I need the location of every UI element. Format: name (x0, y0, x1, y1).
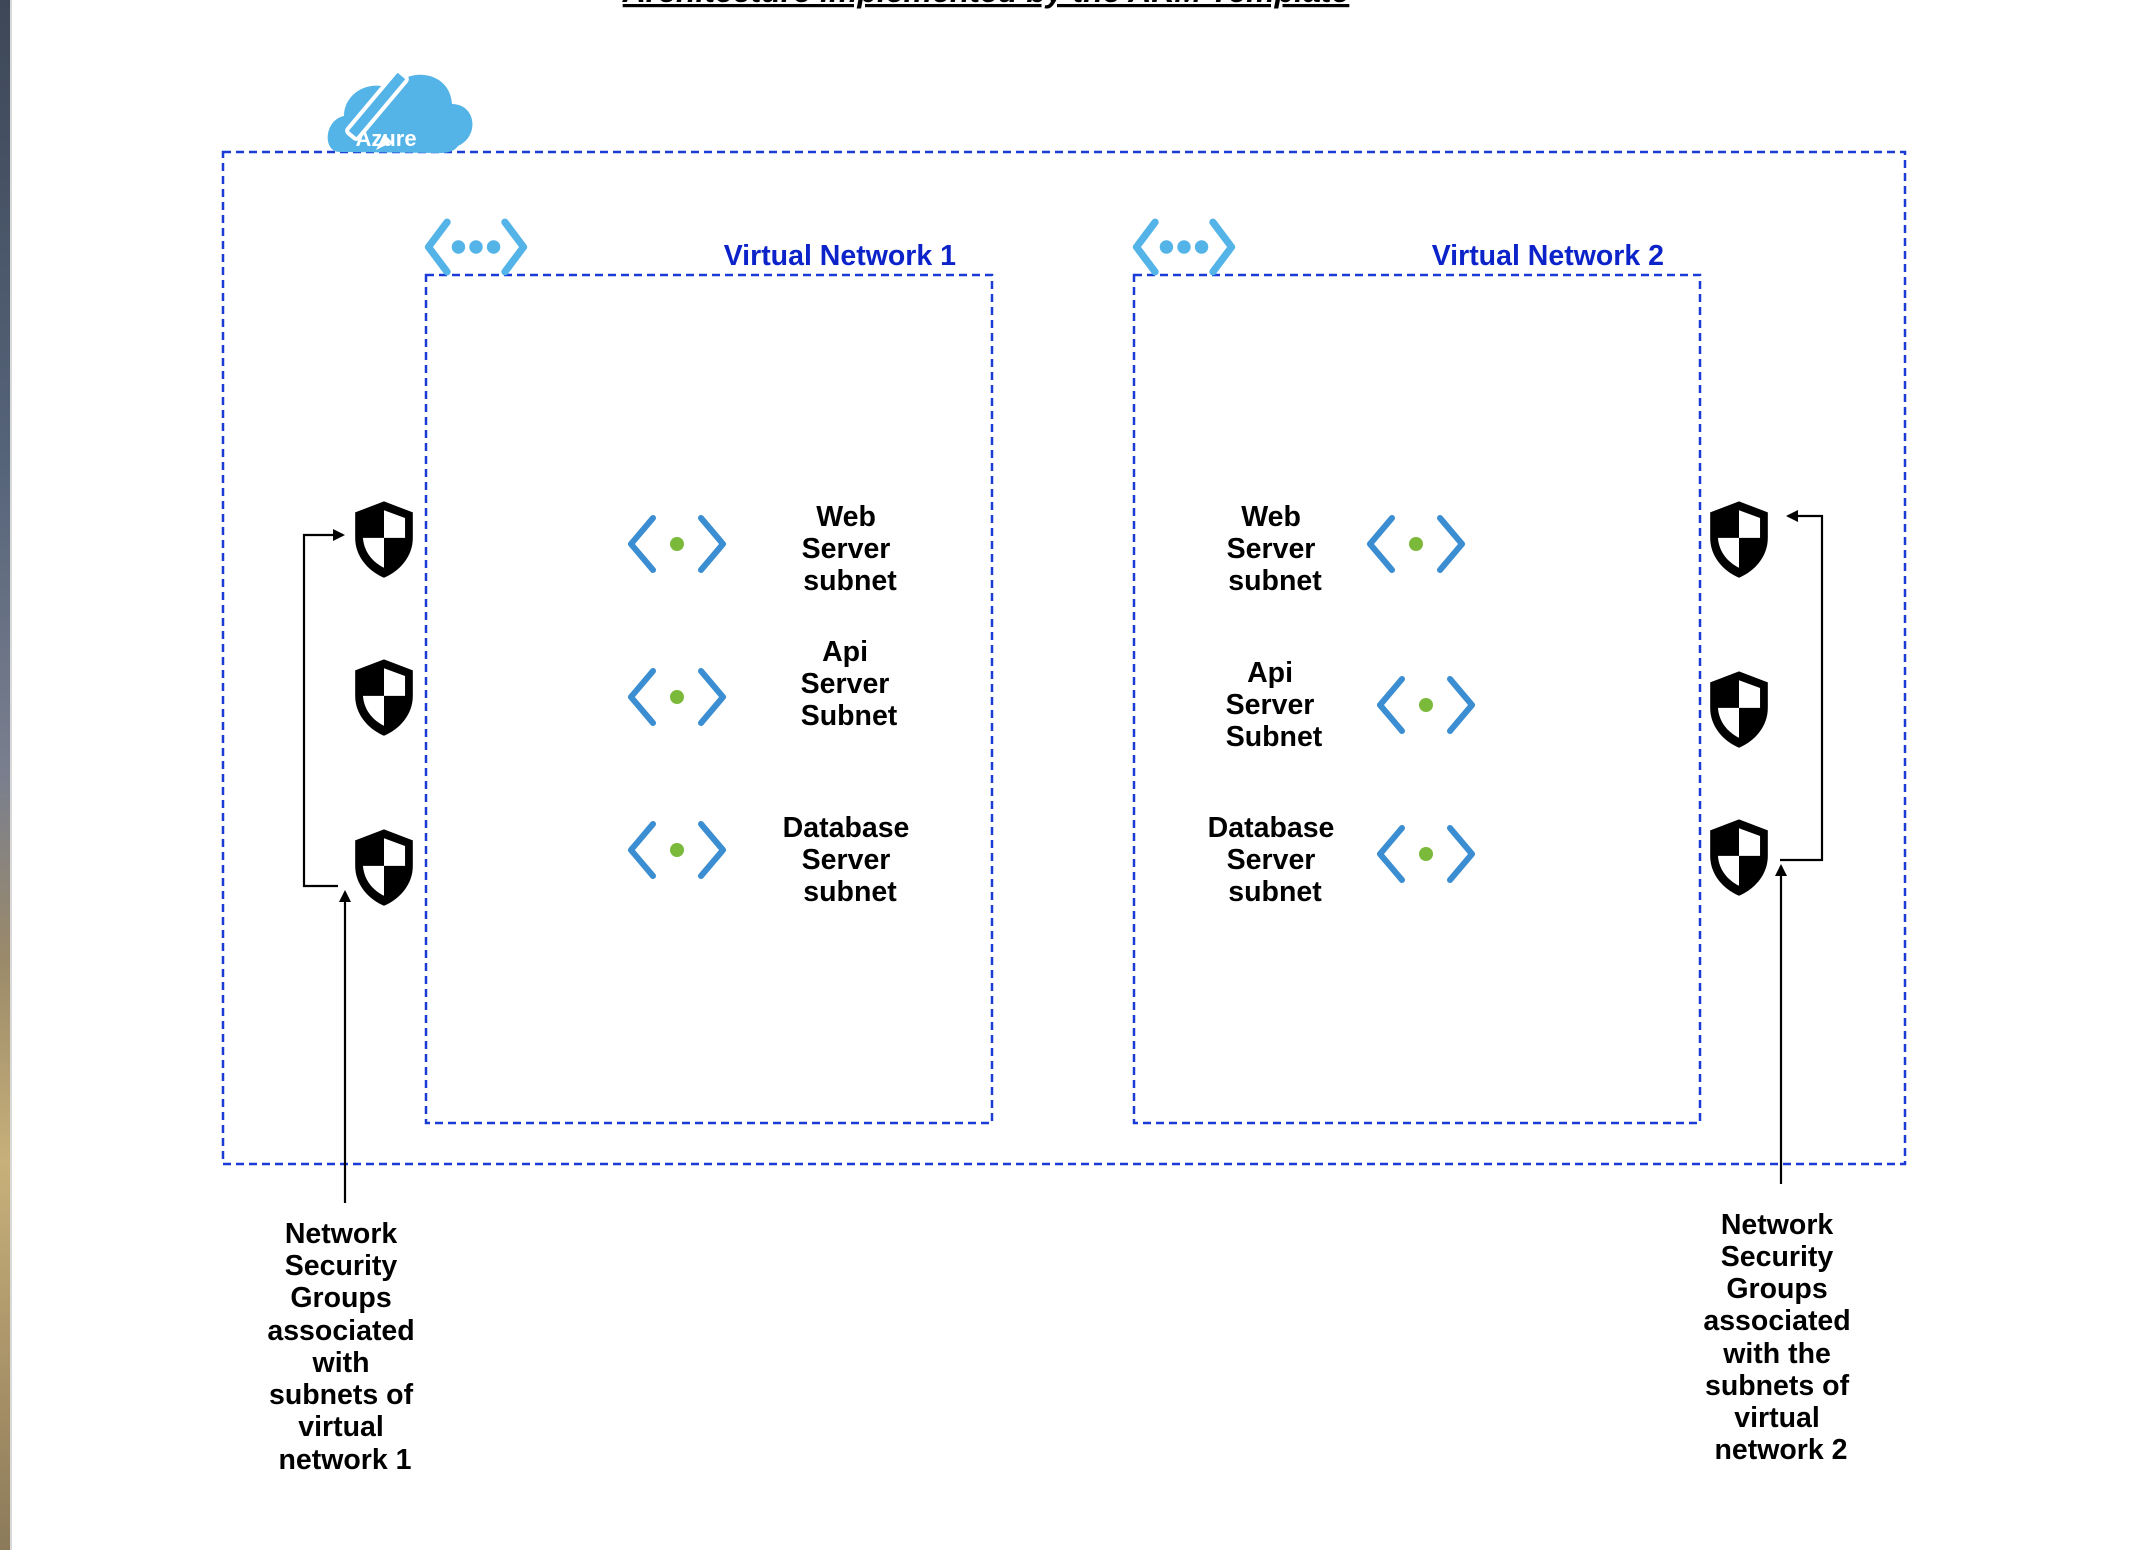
nsg-note-right: Network Security Groups associated with … (1703, 1209, 1858, 1466)
vnet2-db-subnet-icon (1380, 828, 1472, 880)
vnet2-web-subnet-icon (1370, 518, 1462, 570)
nsg-shield-icon (355, 501, 413, 578)
vnet2-web-subnet-label: Web Server subnet (1227, 501, 1324, 597)
window-edge (0, 0, 10, 1550)
vnet1-api-subnet-label: Api Server Subnet (801, 636, 898, 732)
diagram-header: Architecture implemented by the ARM Temp… (622, 0, 1350, 9)
nsg-shield-icon (1710, 501, 1768, 578)
vnet1-db-subnet-icon (631, 824, 723, 876)
azure-cloud-icon: Azure (327, 69, 473, 153)
vnet1-web-subnet-icon (631, 518, 723, 570)
vnet2-db-subnet-label: Database Server subnet (1208, 812, 1343, 908)
vnet1-web-subnet-label: Web Server subnet (802, 501, 899, 597)
vnet2-boundary (1132, 273, 1702, 1125)
vnet2-api-subnet-label: Api Server Subnet (1226, 657, 1323, 753)
vnet1-icon (428, 222, 523, 272)
nsg-shield-icon (355, 659, 413, 736)
vnet1-db-subnet-label: Database Server subnet (783, 812, 918, 908)
vnet2-api-subnet-icon (1380, 679, 1472, 731)
window-edge-divider (10, 0, 12, 1550)
nsg-shield-icon (1710, 671, 1768, 748)
vnet1-title: Virtual Network 1 (724, 240, 956, 272)
vnet1-boundary (424, 273, 994, 1125)
vnet1-api-subnet-icon (631, 671, 723, 723)
nsg-shield-icon (355, 829, 413, 906)
nsg-note-left: Network Security Groups associated with … (267, 1218, 422, 1476)
azure-label: Azure (355, 126, 416, 151)
nsg-shield-icon (1710, 819, 1768, 896)
vnet2-title: Virtual Network 2 (1432, 240, 1664, 272)
azure-boundary (221, 150, 1907, 1166)
nsg-right-bracket-arrow (1780, 510, 1824, 862)
nsg-left-bracket-arrow (302, 529, 345, 888)
vnet2-icon (1136, 222, 1231, 272)
